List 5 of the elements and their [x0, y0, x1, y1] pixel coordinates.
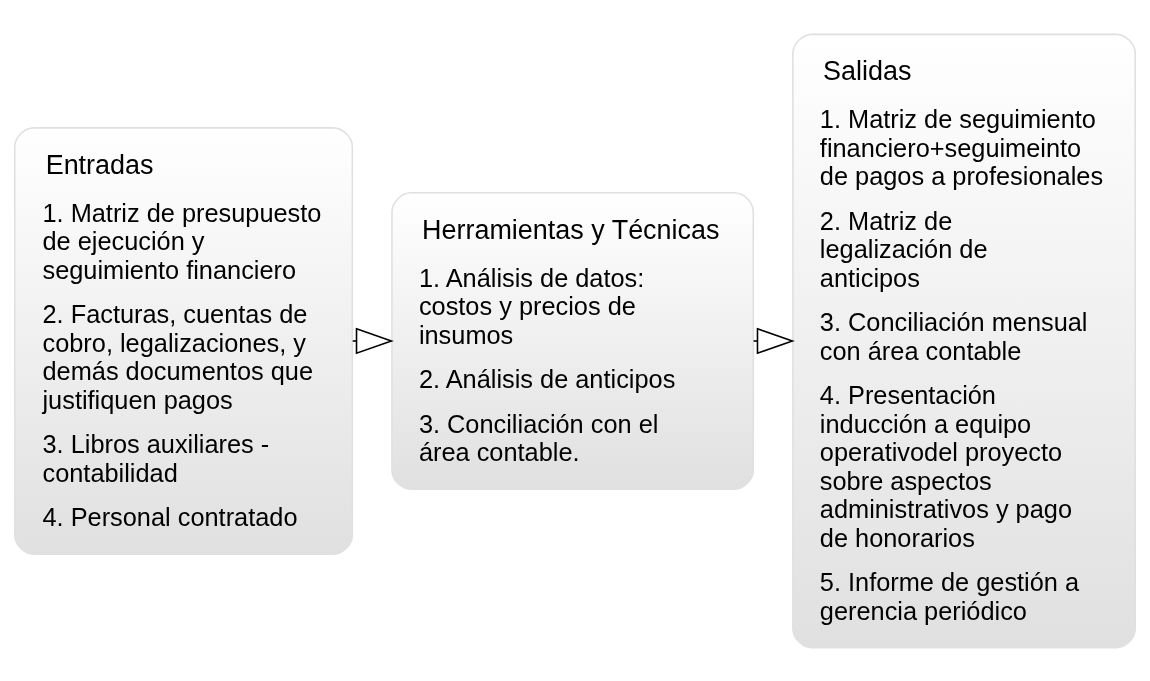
arrow [752, 327, 795, 354]
node-box: Salidas 1. Matriz de seguimiento financiero+seguimeinto de pagos a profesionales 2. Matriz de legalización de anticipos 3. Conciliación mensual con área contable 4. Presentación inducción a equipo operativodel proyecto sobre aspectos administrativos y pago de honorarios 5. Informe de gestión a gerencia periódico [792, 33, 1136, 648]
arrow [351, 327, 394, 354]
node-box: Entradas 1. Matriz de presupuesto de ejecución y seguimiento financiero 2. Facturas, cuentas de cobro, legalizaciones, y demás documentos que justifiquen pagos 3. Libros auxiliares - contabilidad 4. Personal contratado [14, 126, 354, 555]
node-box: Herramientas y Técnicas 1. Análisis de datos: costos y precios de insumos 2. Análisis de anticipos 3. Conciliación con el área contable. [391, 191, 755, 490]
